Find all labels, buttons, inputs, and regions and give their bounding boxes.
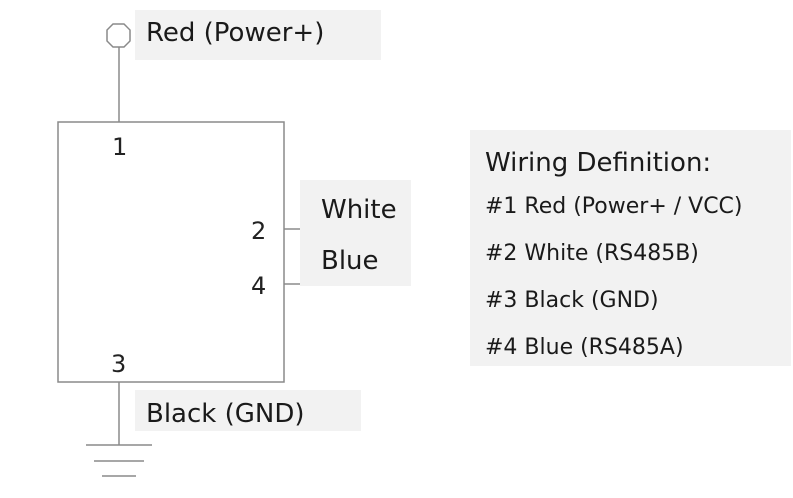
pin-1-number: 1 (112, 133, 128, 161)
definition-item-3: #3 Black (GND) (485, 288, 659, 313)
signal-label-box (300, 180, 411, 286)
power-terminal-icon (106, 23, 131, 48)
ground-label: Black (GND) (146, 399, 305, 429)
ground-icon (86, 444, 152, 477)
definition-item-2: #2 White (RS485B) (485, 241, 699, 266)
pin-4-number: 4 (251, 272, 267, 300)
white-label: White (321, 195, 397, 225)
pin-2-number: 2 (251, 217, 267, 245)
component-body (57, 121, 285, 383)
ground-label-box (135, 390, 361, 431)
power-label: Red (Power+) (146, 18, 325, 48)
wiring-definition-title: Wiring Definition: (485, 148, 712, 178)
pin-3-number: 3 (111, 350, 127, 378)
power-label-box (135, 10, 381, 60)
definition-item-1: #1 Red (Power+ / VCC) (485, 194, 743, 219)
wiring-definition-panel: Wiring Definition: #1 Red (Power+ / VCC)… (470, 130, 791, 366)
definition-item-4: #4 Blue (RS485A) (485, 335, 684, 360)
blue-label: Blue (321, 246, 379, 276)
